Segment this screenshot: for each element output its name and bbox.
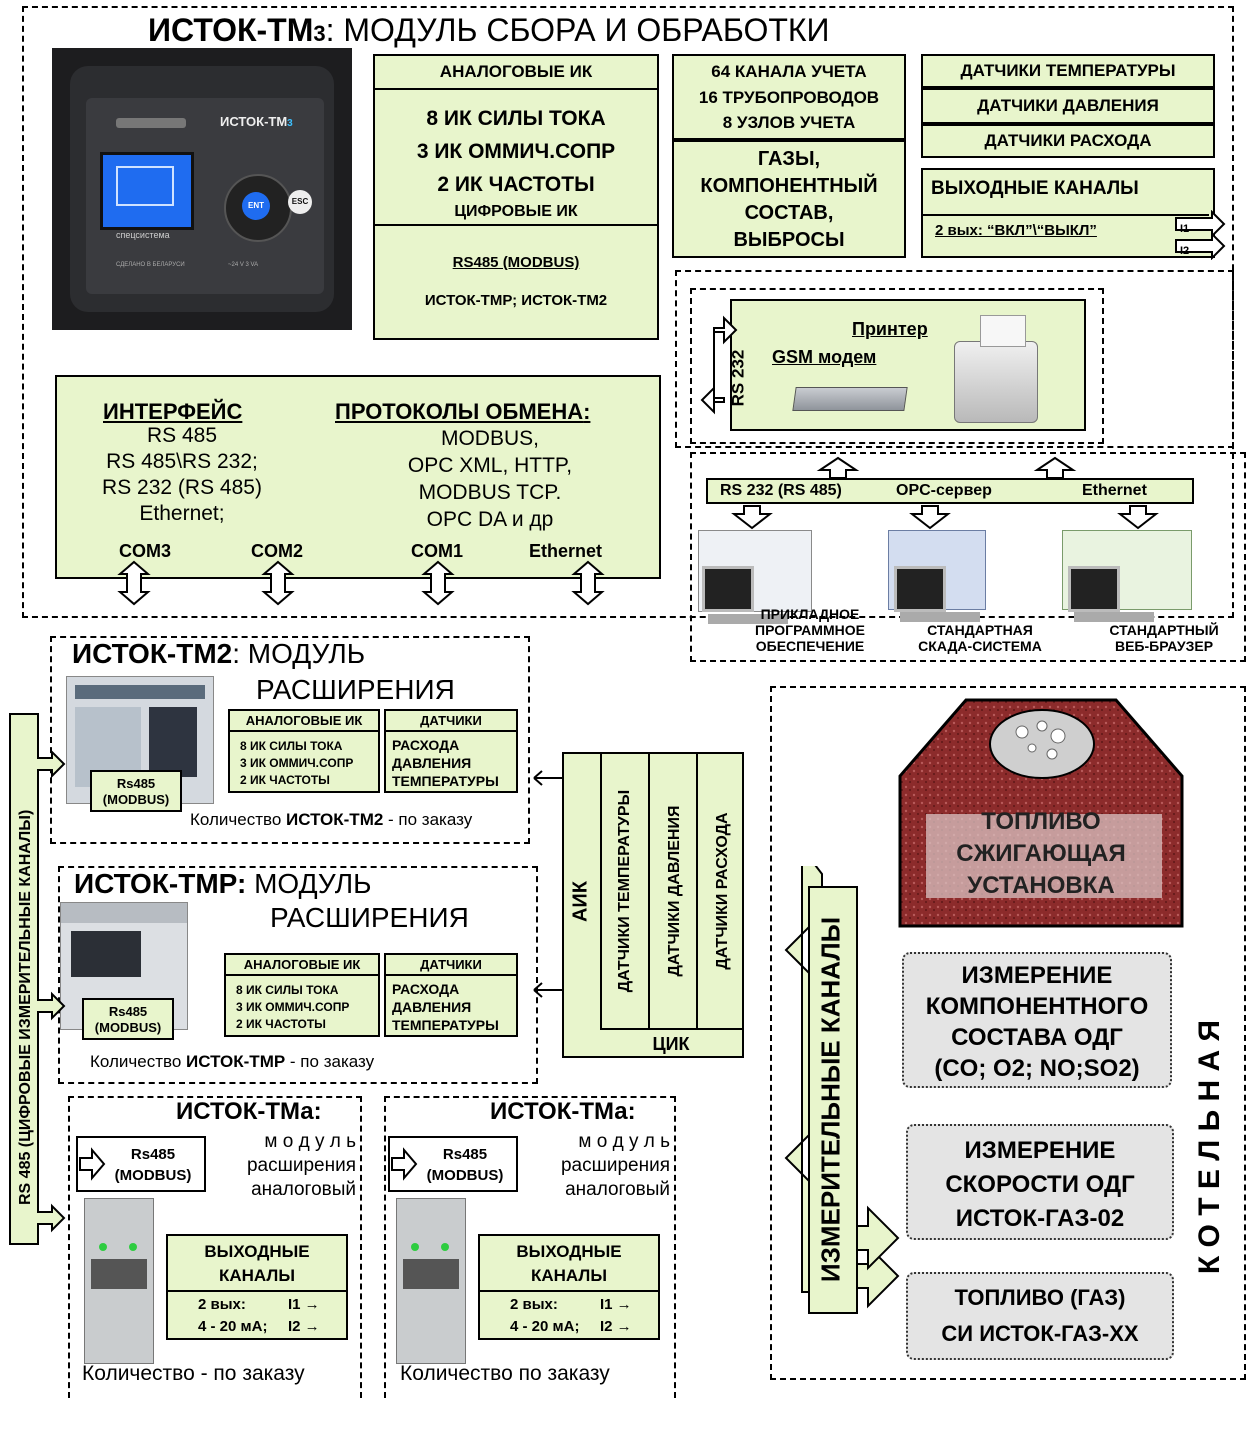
rs485-bus-label: RS 485 (ЦИФРОВЫЕ ИЗМЕРИТЕЛЬНЫЕ КАНАЛЫ): [17, 725, 35, 1205]
tm3-sensor-temperature: ДАТЧИКИ ТЕМПЕРАТУРЫ: [921, 54, 1215, 88]
gsm-label: GSM модем: [772, 347, 876, 368]
rs232-arrows-icon: [700, 306, 740, 426]
measurement-channels-label: ИЗМЕРИТЕЛЬНЫЕ КАНАЛЫ: [816, 905, 847, 1295]
rs485-bus-icon: [6, 712, 66, 1252]
tm2-title-line2: РАСШИРЕНИЯ: [256, 674, 455, 706]
tma-left-device-photo: [84, 1198, 154, 1364]
tma-left-quantity: Количество - по заказу: [82, 1362, 305, 1386]
tma-right-device-photo: [396, 1198, 466, 1364]
output-arrows-icon: I1 I2: [1170, 210, 1230, 260]
aik-arrows-icon: [526, 760, 566, 1000]
port-arrows-icon: [100, 560, 640, 608]
tm2-rs485-box: Rs485(MODBUS): [90, 770, 182, 812]
tm3-device-photo: ИСТОК-ТМ3 ENT ESC спецсистема СДЕЛАНО В …: [52, 48, 352, 330]
tma-right-rs-arrow-icon: [390, 1146, 420, 1182]
tm3-accounting-box: 64 КАНАЛА УЧЕТА 16 ТРУБОПРОВОДОВ 8 УЗЛОВ…: [672, 54, 906, 140]
tm3-gases-box: ГАЗЫ, КОМПОНЕНТНЫЙ СОСТАВ, ВЫБРОСЫ: [672, 140, 906, 258]
tm3-title: ИСТОК-ТМ3: МОДУЛЬ СБОРА И ОБРАБОТКИ: [148, 12, 830, 49]
esc-button[interactable]: ESC: [288, 190, 312, 214]
measure-fuel: ТОПЛИВО (ГАЗ)СИ ИСТОК-ГАЗ-ХХ: [906, 1272, 1174, 1360]
tmp-quantity: Количество ИСТОК-ТМР - по заказу: [90, 1052, 374, 1072]
tmp-rs485-box: Rs485(MODBUS): [82, 998, 174, 1040]
port-com1: COM1: [411, 541, 463, 562]
ent-button[interactable]: ENT: [242, 192, 270, 220]
tma-left-title: ИСТОК-ТМа:: [176, 1098, 322, 1126]
boiler-room-label: К О Т Е Л Ь Н А Я: [1193, 857, 1227, 1437]
tmp-title-line2: РАСШИРЕНИЯ: [270, 902, 469, 934]
port-com3: COM3: [119, 541, 171, 562]
aik-label: АИК: [570, 877, 593, 927]
printer-image: [954, 341, 1038, 423]
port-ethernet: Ethernet: [529, 541, 602, 562]
tm3-sensor-flow: ДАТЧИКИ РАСХОДА: [921, 124, 1215, 158]
svg-text:I1: I1: [1180, 223, 1189, 235]
tm3-analog-box: АНАЛОГОВЫЕ ИК 8 ИК СИЛЫ ТОКА 3 ИК ОММИЧ.…: [373, 54, 659, 340]
tm3-sensor-pressure: ДАТЧИКИ ДАВЛЕНИЯ: [921, 88, 1215, 124]
tma-right-quantity: Количество по заказу: [400, 1362, 610, 1386]
port-com2: COM2: [251, 541, 303, 562]
aik-col-temperature: ДАТЧИКИ ТЕМПЕРАТУРЫ: [616, 776, 634, 1006]
printer-label: Принтер: [852, 319, 928, 340]
tm2-title: ИСТОК-ТМ2: МОДУЛЬ: [72, 638, 365, 670]
tm3-interface-box: ИНТЕРФЕЙС RS 485 RS 485\RS 232; RS 232 (…: [55, 375, 661, 579]
tmp-title: ИСТОК-ТМР: МОДУЛЬ: [74, 868, 371, 900]
tma-left-rs-arrow-icon: [78, 1146, 108, 1182]
peripherals-box: Принтер GSM модем: [730, 299, 1086, 431]
pc-scada-label: СТАНДАРТНАЯ СКАДА-СИСТЕМА: [900, 622, 1060, 654]
aik-col-flow: ДАТЧИКИ РАСХОДА: [714, 776, 732, 1006]
svg-text:I2: I2: [1180, 245, 1189, 257]
aik-col-pressure: ДАТЧИКИ ДАВЛЕНИЯ: [666, 776, 684, 1006]
software-arrows-icon: [700, 454, 1200, 534]
pc-browser-label: СТАНДАРТНЫЙ ВЕБ-БРАУЗЕР: [1084, 622, 1244, 654]
pc-application-label: ПРИКЛАДНОЕ ПРОГРАММНОЕ ОБЕСПЕЧЕНИЕ: [730, 606, 890, 654]
tma-right-title: ИСТОК-ТМа:: [490, 1098, 636, 1126]
gsm-modem-image: [792, 387, 907, 411]
tm2-quantity: Количество ИСТОК-ТМ2 - по заказу: [190, 810, 472, 830]
